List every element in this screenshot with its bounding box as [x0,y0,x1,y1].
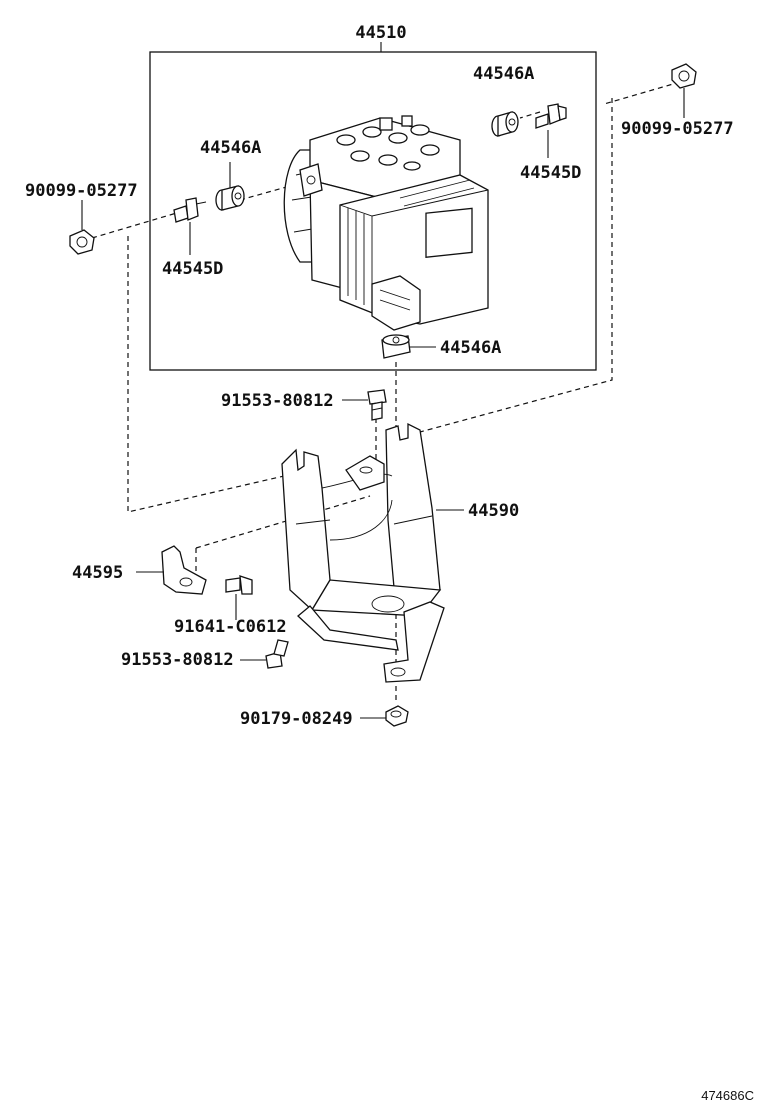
label-nut-bottom: 90179-08249 [240,709,353,729]
label-spacer-top-right: 44546A [473,64,534,84]
bolt-left [173,197,207,255]
abs-actuator-body [283,115,489,331]
nut-right [671,63,697,118]
spacer-bottom [381,334,436,359]
nut-left [69,200,95,255]
bracket-small [136,545,207,595]
actuator-assy-frame [149,42,597,371]
label-bolt-small-bracket: 91641-C0612 [174,617,287,637]
bolt-top-right [535,103,567,158]
label-bracket-main: 44590 [468,501,519,521]
label-bracket-small: 44595 [72,563,123,583]
label-spacer-left: 44546A [200,138,261,158]
bolt-bracket-top [342,389,387,421]
spacer-top-right [491,111,519,137]
label-nut-left: 90099-05277 [25,181,138,201]
bolt-bracket-lower [240,639,289,669]
label-bolt-left: 44545D [162,259,223,279]
label-nut-right: 90099-05277 [621,119,734,139]
spacer-left [215,162,245,211]
drawing-id: 474686C [701,1088,754,1103]
label-bolt-bracket-top: 91553-80812 [221,391,334,411]
bracket-main [281,422,464,683]
nut-bottom [360,705,409,727]
label-actuator-assy: 44510 [355,23,406,43]
label-bolt-bracket-lower: 91553-80812 [121,650,234,670]
bolt-small-bracket [225,575,253,620]
label-spacer-bottom: 44546A [440,338,501,358]
label-bolt-top-right: 44545D [520,163,581,183]
